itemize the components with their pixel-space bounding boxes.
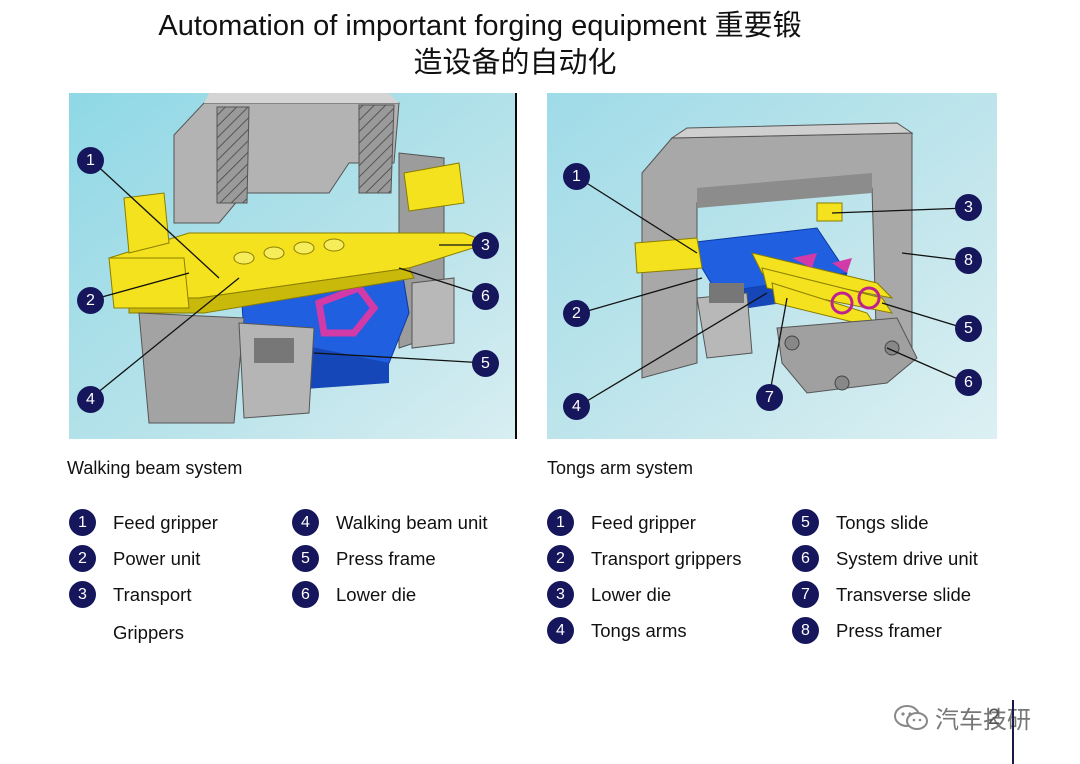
tongs-arm-diagram: [547, 93, 997, 439]
legend-label: Transport: [113, 583, 192, 605]
legend-label: Press framer: [836, 619, 942, 641]
wechat-icon: [893, 704, 929, 732]
right-callout-5: 5: [955, 315, 982, 342]
page-edge-bar: [1012, 700, 1014, 764]
page-number: 2: [988, 704, 1001, 729]
title-line-2: 造设备的自动化: [413, 45, 617, 79]
legend-label: System drive unit: [836, 547, 978, 569]
left-callout-5: 5: [472, 350, 499, 377]
walking-beam-illustration: [69, 93, 516, 439]
legend-item: 8 Press framer: [792, 617, 942, 644]
legend-label: Walking beam unit: [336, 511, 488, 533]
right-callout-4: 4: [563, 393, 590, 420]
left-callout-3: 3: [472, 232, 499, 259]
right-callout-7: 7: [756, 384, 783, 411]
legend-label: Tongs slide: [836, 511, 929, 533]
legend-badge: 5: [792, 509, 819, 536]
legend-item: 6 Lower die: [292, 581, 416, 608]
legend-label: Power unit: [113, 547, 201, 569]
legend-item: 4 Walking beam unit: [292, 509, 488, 536]
legend-badge: 8: [792, 617, 819, 644]
legend-item: 4 Tongs arms: [547, 617, 687, 644]
watermark-text: 汽车技研: [935, 706, 1031, 734]
title-line-1: Automation of important forging equipmen…: [158, 10, 802, 42]
legend-label: Feed gripper: [113, 511, 218, 533]
legend-label: Feed gripper: [591, 511, 696, 533]
legend-item: 7 Transverse slide: [792, 581, 971, 608]
walking-beam-diagram: [69, 93, 516, 439]
left-callout-4: 4: [77, 386, 104, 413]
right-callout-8: 8: [955, 247, 982, 274]
panel-divider: [515, 93, 517, 439]
legend-item: 3 Transport: [69, 581, 191, 608]
legend-label: Press frame: [336, 547, 436, 569]
legend-badge: 3: [547, 581, 574, 608]
legend-item: 1 Feed gripper: [547, 509, 696, 536]
legend-item: 5 Tongs slide: [792, 509, 929, 536]
right-callout-3: 3: [955, 194, 982, 221]
left-callout-2: 2: [77, 287, 104, 314]
legend-badge: 3: [69, 581, 96, 608]
legend-badge: 6: [292, 581, 319, 608]
legend-badge: 2: [547, 545, 574, 572]
slide-title: Automation of important forging equipmen…: [0, 8, 960, 80]
legend-item: 2 Power unit: [69, 545, 200, 572]
legend-label-continuation: Grippers: [113, 622, 184, 643]
system-drive-unit: [776, 317, 918, 394]
legend-item: 1 Feed gripper: [69, 509, 218, 536]
legend-badge: 1: [69, 509, 96, 536]
legend-item: 3 Lower die: [547, 581, 671, 608]
legend-badge: 6: [792, 545, 819, 572]
legend-label: Lower die: [591, 583, 672, 605]
left-callout-6: 6: [472, 283, 499, 310]
grip-rings: [830, 286, 881, 315]
legend-label: Lower die: [336, 583, 417, 605]
watermark: 汽车技研: [893, 700, 1031, 735]
right-callout-1: 1: [563, 163, 590, 190]
legend-item: 6 System drive unit: [792, 545, 978, 572]
legend-item: 2 Transport grippers: [547, 545, 741, 572]
legend-badge: 4: [292, 509, 319, 536]
legend-badge: 2: [69, 545, 96, 572]
right-callout-2: 2: [563, 300, 590, 327]
legend-badge: 4: [547, 617, 574, 644]
legend-item: 5 Press frame: [292, 545, 436, 572]
tongs-arm-caption: Tongs arm system: [547, 458, 694, 478]
transfer-motion-arrow: [315, 283, 379, 337]
legend-label: Tongs arms: [591, 619, 687, 641]
left-callout-1: 1: [77, 147, 104, 174]
tongs-arm-illustration: [547, 93, 997, 439]
legend-label: Transverse slide: [836, 583, 972, 605]
legend-badge: 5: [292, 545, 319, 572]
right-callout-6: 6: [955, 369, 982, 396]
legend-badge: 1: [547, 509, 574, 536]
walking-beam-caption: Walking beam system: [67, 458, 243, 478]
legend-badge: 7: [792, 581, 819, 608]
legend-label: Transport grippers: [591, 547, 742, 569]
feed-gripper: [634, 237, 703, 274]
